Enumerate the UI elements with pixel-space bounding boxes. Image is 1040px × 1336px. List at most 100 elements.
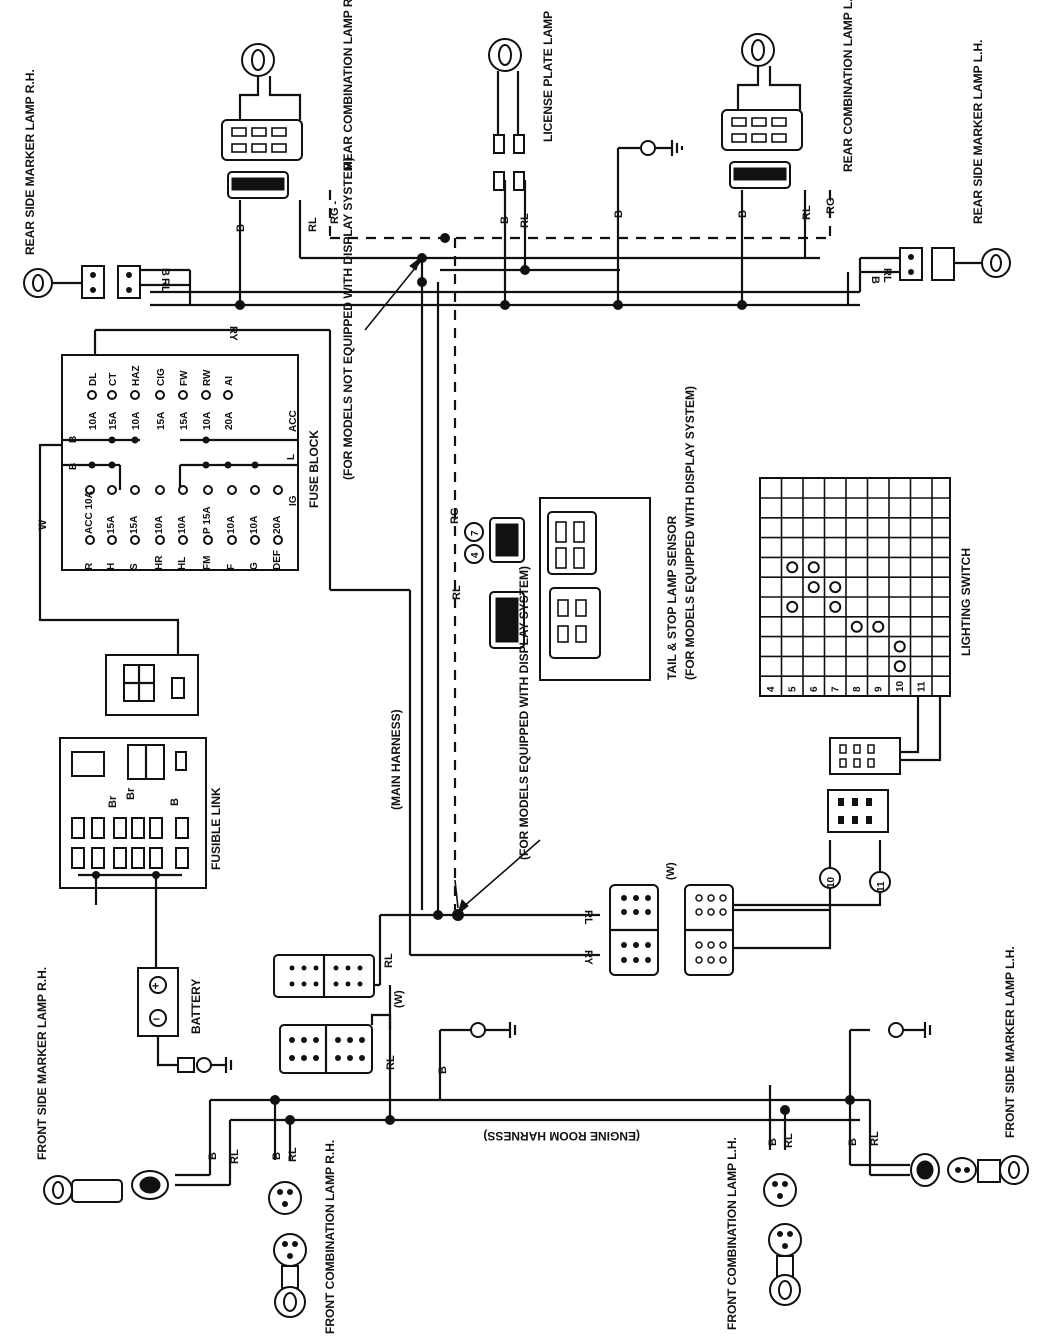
fuse-block-dots: [85, 390, 283, 545]
wire-label-rg: RG: [449, 508, 461, 525]
fuse-label: H: [106, 563, 117, 570]
front-harness-wires: [175, 985, 910, 1187]
fuse-amp: ACC 10A: [84, 491, 95, 534]
wire-label-rl: RL: [385, 1055, 397, 1070]
fuse-label: HR: [154, 555, 165, 570]
fuse-amp: 15A: [106, 516, 117, 534]
wire-label-b: B: [737, 210, 749, 218]
fuse-bus-b: B: [68, 436, 79, 443]
wire-label-b: B: [207, 1152, 219, 1160]
battery-plus: +: [152, 979, 159, 993]
fuse-amp: 20A: [272, 516, 283, 534]
fuse-amp: 20A: [224, 412, 235, 430]
wire-label-ry: RY: [582, 950, 594, 966]
fuse-left-labels: R H S HR HL FM F G DEF ACC 10A 15A 15A 1…: [84, 491, 299, 570]
fuse-right-labels: DL CT HAZ CIG FW RW AI 10A 15A 10A 15A 1…: [68, 365, 299, 470]
ground-symbol-rear: [640, 140, 684, 156]
fuse-bus-b: B: [68, 463, 79, 470]
connector-engine-room: [273, 954, 392, 1074]
wire-label-b: B: [847, 1138, 859, 1146]
lighting-switch-title: LIGHTING SWITCH: [959, 548, 973, 656]
wire-label-rg: RG -: [329, 200, 341, 224]
sensor-pin-7: 7: [470, 530, 481, 536]
wire-label-rl: RL: [801, 205, 813, 220]
fuse-label: AI: [224, 376, 235, 386]
wire-label-br: Br: [107, 795, 119, 808]
rear-junctions: [235, 233, 747, 310]
component-labels: REAR SIDE MARKER LAMP R.H. REAR COMBINAT…: [23, 0, 1017, 1334]
license-plate-label: LICENSE PLATE LAMP: [541, 11, 555, 142]
wire-label-b: B: [169, 798, 181, 806]
wire-label-ry: RY: [227, 326, 239, 342]
fuse-amp: 15A: [129, 516, 140, 534]
fuse-block-title: FUSE BLOCK: [307, 430, 321, 508]
rear-side-marker-rh-label: REAR SIDE MARKER LAMP R.H.: [23, 69, 37, 255]
switch-pin-label: 4: [766, 686, 777, 692]
fuse-block: R H S HR HL FM F G DEF ACC 10A 15A 15A 1…: [61, 354, 321, 571]
switch-connection-dot: [786, 561, 799, 574]
switch-connection-dot: [893, 660, 906, 673]
front-combination-lh-lamp: [763, 1173, 802, 1306]
connector-w-label: (W): [393, 990, 405, 1008]
fuse-label: RW: [202, 369, 213, 386]
wire-label-b: B: [235, 224, 247, 232]
fuse-label: S: [129, 563, 140, 570]
wire-label-w: W: [37, 519, 49, 530]
fuse-label: HAZ: [131, 365, 142, 386]
wire-label-b: B: [159, 268, 171, 276]
front-combination-rh-lamp: [268, 1181, 307, 1318]
wire-label-rl: RL: [229, 1149, 241, 1164]
rear-side-marker-lh-label: REAR SIDE MARKER LAMP L.H.: [971, 40, 985, 224]
fuse-amp: 10A: [154, 516, 165, 534]
fuse-label: HL: [177, 557, 188, 570]
front-combination-rh-label: FRONT COMBINATION LAMP R.H.: [323, 1140, 337, 1334]
switch-connection-dot: [829, 581, 842, 594]
front-side-marker-lh-label: FRONT SIDE MARKER LAMP L.H.: [1003, 946, 1017, 1138]
switch-connection-dot: [829, 600, 842, 613]
rear-combination-lh-label: REAR COMBINATION LAMP L.H.: [841, 0, 855, 172]
wire-label-rl: RL: [451, 585, 463, 600]
fuse-label: CT: [108, 373, 119, 386]
sensor-pin-4: 4: [470, 552, 481, 558]
switch-connection-dot: [893, 640, 906, 653]
wire-label-rg: RG: [825, 198, 837, 215]
switch-connection-dot: [786, 600, 799, 613]
wire-label-rl: RL: [287, 1147, 299, 1162]
wire-label-rl: RL: [159, 278, 171, 293]
fuse-label: DL: [88, 373, 99, 386]
tail-stop-sensor-title: TAIL & STOP LAMP SENSOR: [665, 515, 679, 680]
fuse-label: CIG: [156, 368, 167, 386]
pin-10: 10: [826, 876, 837, 888]
fuse-label: R: [84, 562, 95, 570]
rear-combination-rh-lamp: [221, 43, 303, 199]
fuse-bus-acc: ACC: [288, 410, 299, 432]
wire-label-rl: RL: [383, 953, 395, 968]
switch-pin-label: 7: [830, 686, 841, 692]
wire-label-rl: RL: [307, 217, 319, 232]
battery-minus: −: [153, 1012, 160, 1026]
fuse-amp: 15A: [179, 412, 190, 430]
front-combination-lh-label: FRONT COMBINATION LAMP L.H.: [725, 1137, 739, 1330]
connector-main-display: [609, 880, 882, 976]
harness-notes: (FOR MODELS NOT EQUIPPED WITH DISPLAY SY…: [341, 157, 677, 1143]
switch-pin-label: 10: [895, 680, 906, 692]
fuse-bus-l: L: [286, 454, 297, 460]
license-plate-lamp: [488, 38, 525, 191]
front-side-marker-rh-label: FRONT SIDE MARKER LAMP R.H.: [35, 967, 49, 1160]
fuse-label: FW: [179, 370, 190, 386]
note-equipped: (FOR MODELS EQUIPPED WITH DISPLAY SYSTEM…: [517, 566, 531, 860]
fuse-label: G: [249, 562, 260, 570]
switch-pin-markers: 10 11: [819, 695, 942, 893]
switch-connection-dot: [807, 561, 820, 574]
rear-harness-wires: [93, 146, 900, 592]
wire-label-rl: RL: [881, 268, 893, 283]
fuse-ig-label: IG: [288, 495, 299, 506]
engine-room-harness-label: (ENGINE ROOM HARNESS): [483, 1129, 640, 1143]
rear-combination-lh-lamp: [721, 33, 803, 189]
tail-stop-sensor: 7 4 TAIL & STOP LAMP SENSOR (FOR MODELS …: [464, 386, 697, 681]
fuse-amp: 15A: [108, 412, 119, 430]
wire-labels: B RL RG - B RL B B RL RG RL B B RL RY RL…: [159, 198, 893, 1165]
main-harness-wires: [364, 238, 600, 985]
wire-label-b: B: [869, 276, 881, 284]
